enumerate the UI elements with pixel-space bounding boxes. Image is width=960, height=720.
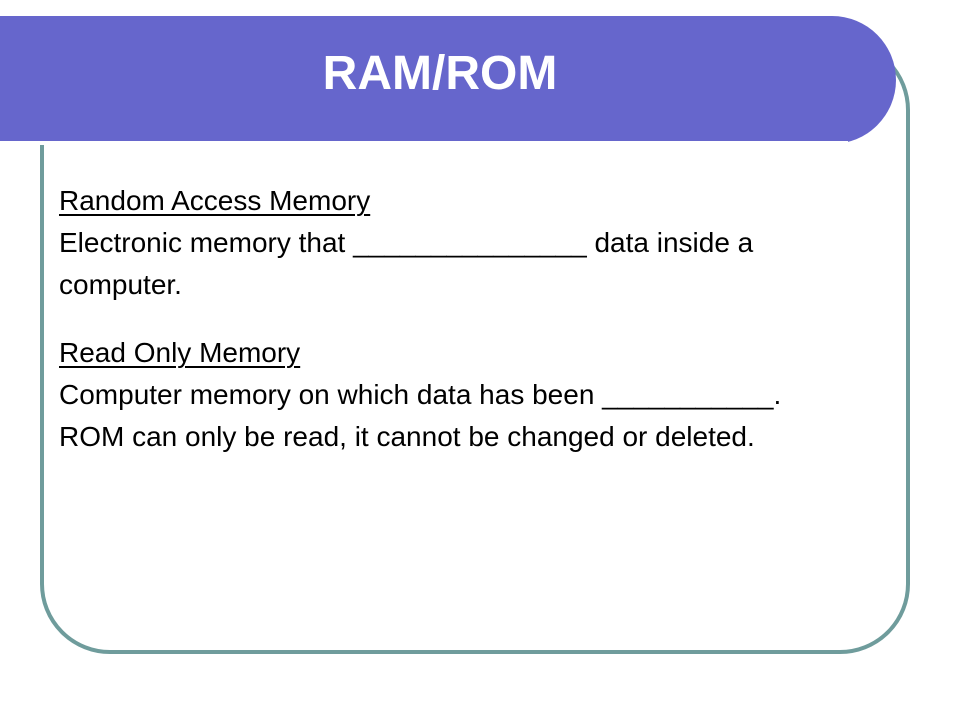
ram-heading: Random Access Memory xyxy=(59,185,371,216)
slide-title: RAM/ROM xyxy=(322,47,558,100)
rom-definition: Computer memory on which data has been _… xyxy=(59,379,782,410)
rom-note: ROM can only be read, it cannot be chang… xyxy=(59,421,755,452)
ram-definition: Electronic memory that _______________ d… xyxy=(59,227,754,300)
slide-body: Random Access Memory Electronic memory t… xyxy=(59,180,869,458)
section-gap xyxy=(59,306,869,332)
title-bar xyxy=(0,16,896,145)
title-underline xyxy=(0,141,848,145)
rom-heading: Read Only Memory xyxy=(59,337,301,368)
